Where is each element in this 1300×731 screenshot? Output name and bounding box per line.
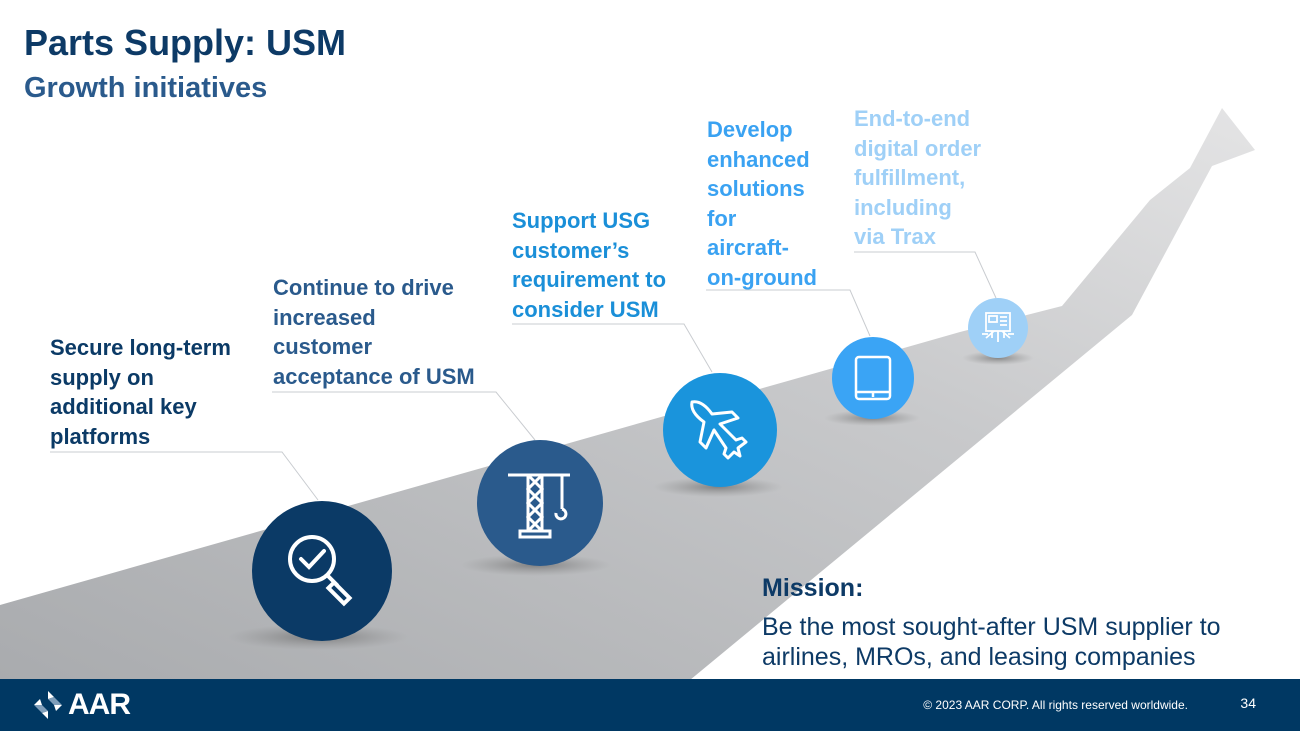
page-number: 34 bbox=[1240, 695, 1256, 711]
jet-icon bbox=[663, 373, 777, 487]
mission-title: Mission: bbox=[762, 574, 864, 602]
aar-logo: AAR bbox=[32, 688, 131, 722]
step-3-text: Support USG customer’s requirement to co… bbox=[512, 208, 667, 322]
magnifier-check-icon bbox=[252, 501, 392, 641]
mission-text: Be the most sought-after USM supplier to… bbox=[762, 613, 1221, 671]
crane-icon bbox=[477, 440, 603, 566]
circuit-screen-icon bbox=[968, 298, 1028, 358]
aar-logo-text: AAR bbox=[68, 688, 131, 721]
step-4-text: Develop enhanced solutions for aircraft-… bbox=[707, 117, 817, 290]
copyright: © 2023 AAR CORP. All rights reserved wor… bbox=[923, 698, 1188, 712]
page-title: Parts Supply: USM bbox=[24, 22, 347, 63]
tablet-icon bbox=[832, 337, 914, 419]
footer-bar: AAR © 2023 AAR CORP. All rights reserved… bbox=[0, 679, 1300, 731]
aar-logo-icon bbox=[34, 691, 62, 719]
step-1-text: Secure long-term supply on additional ke… bbox=[50, 335, 231, 449]
step-5-text: End-to-end digital order fulfillment, in… bbox=[854, 106, 982, 249]
page-subtitle: Growth initiatives bbox=[24, 72, 268, 104]
leader-lines bbox=[50, 251, 997, 501]
step-2-text: Continue to drive increased customer acc… bbox=[273, 275, 475, 389]
